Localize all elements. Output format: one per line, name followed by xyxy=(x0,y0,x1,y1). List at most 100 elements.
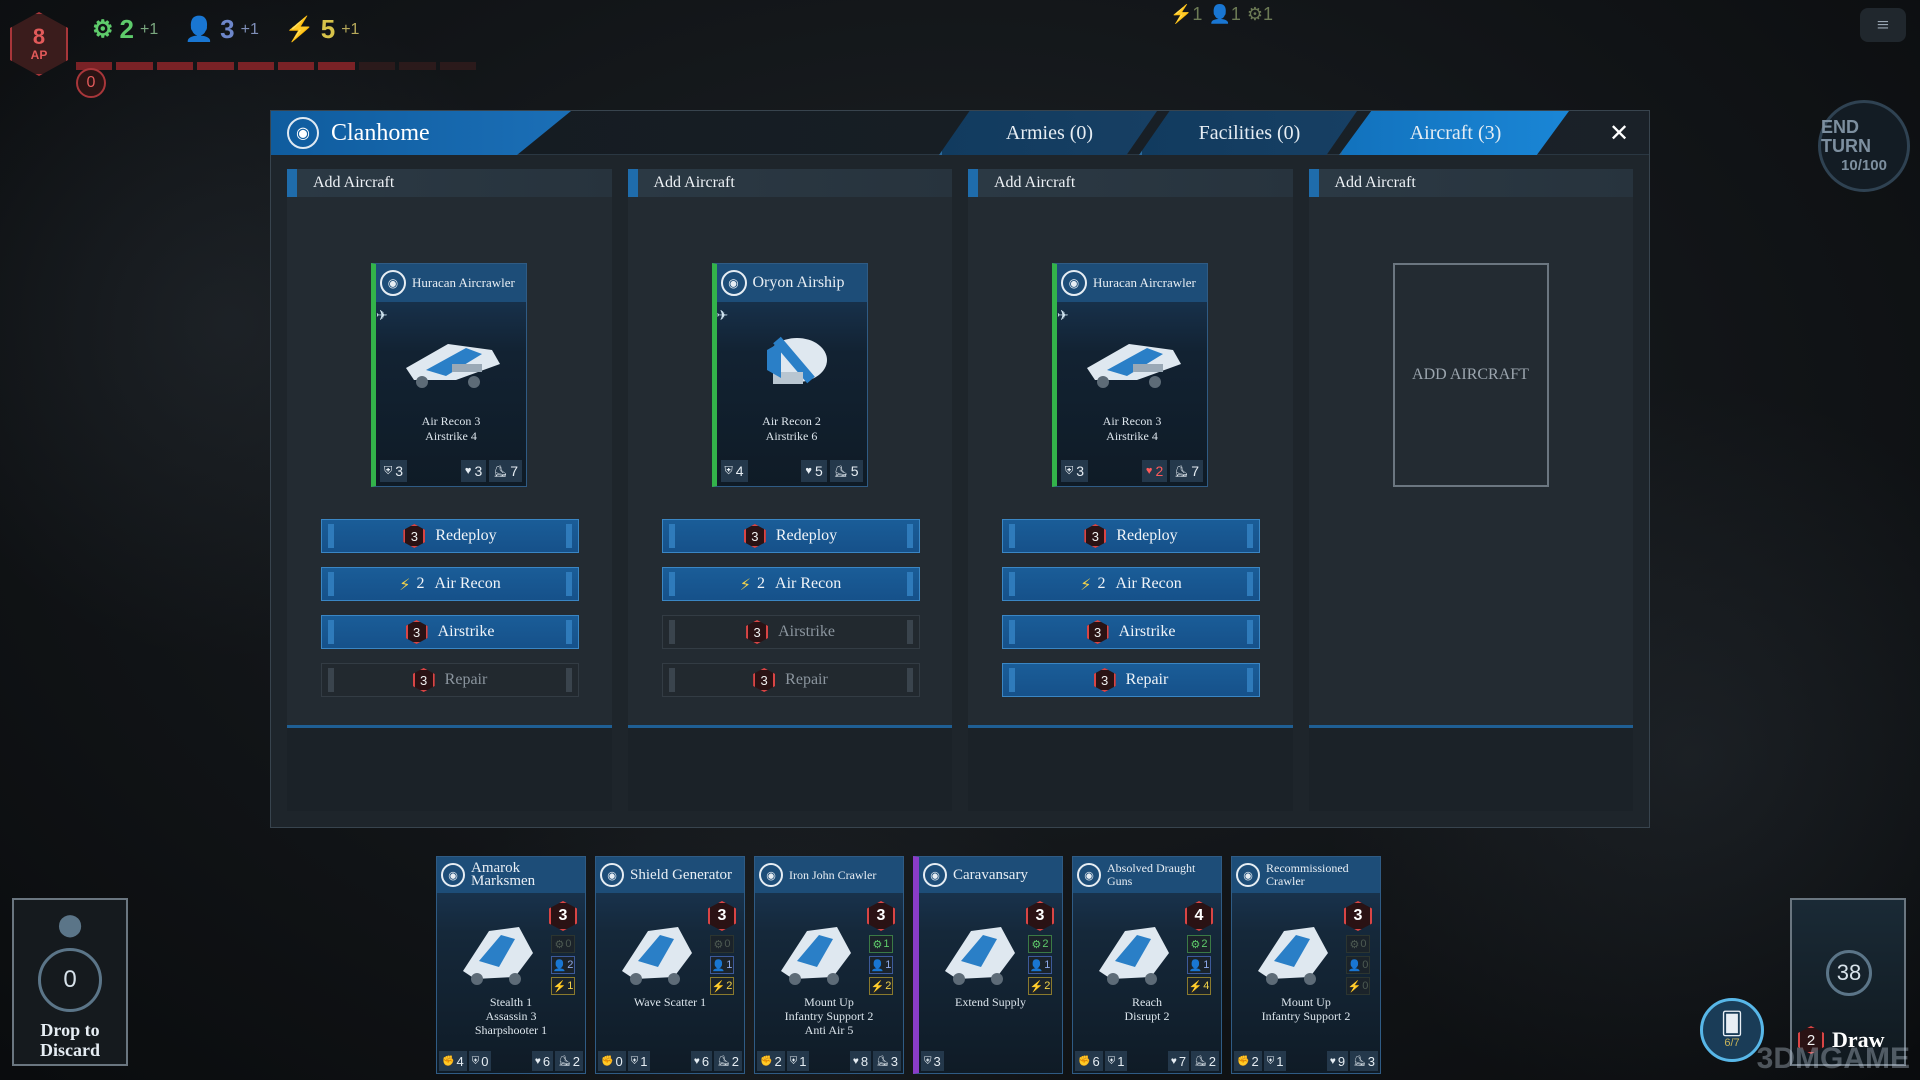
draw-pile[interactable]: 38 2 Draw xyxy=(1790,898,1906,1066)
attack-chip: ✊6 xyxy=(1075,1051,1103,1071)
heart-icon: ♥ xyxy=(1170,1055,1177,1067)
health-value: 2 xyxy=(1155,463,1164,479)
shield-icon: ⛨ xyxy=(1266,1055,1275,1067)
add-aircraft-header[interactable]: Add Aircraft xyxy=(1308,169,1633,197)
end-turn-button[interactable]: END TURN 10/100 xyxy=(1818,100,1910,192)
card-header: ◉Huracan Aircrawler xyxy=(1057,264,1207,302)
hand-card-name: Shield Generator xyxy=(630,866,733,883)
energy-requirement-value: 2 xyxy=(885,980,892,992)
shield-value: 0 xyxy=(481,1053,489,1069)
slot-footer xyxy=(1308,725,1633,811)
tab-aircraft[interactable]: Aircraft (3) xyxy=(1339,111,1569,155)
energy-resource[interactable]: ⚡ 5 +1 xyxy=(285,14,360,45)
move-value: 5 xyxy=(850,463,859,479)
tab-armies[interactable]: Armies (0) xyxy=(939,111,1157,155)
add-aircraft-header[interactable]: Add Aircraft xyxy=(968,169,1293,197)
industry-requirement-value: 2 xyxy=(1042,938,1049,950)
population-icon: 👤 xyxy=(552,959,567,972)
card-header: ◉Oryon Airship xyxy=(716,264,867,302)
industry-resource[interactable]: ⚙ 2 +1 xyxy=(92,14,158,45)
card-stat-line: Air Recon 3 xyxy=(421,414,481,428)
hamburger-icon: ≡ xyxy=(1876,12,1890,37)
card-header: ◉Huracan Aircrawler xyxy=(376,264,526,302)
card-stat-line: Airstrike 4 xyxy=(425,429,477,443)
tab-bar: Armies (0) Facilities (0) Aircraft (3) xyxy=(939,111,1569,155)
population-requirement: 👤1 xyxy=(1028,956,1052,974)
discard-label-line2: Discard xyxy=(40,1040,100,1060)
bolt-icon: ⚡ xyxy=(284,16,315,43)
heart-chip: ♥9 xyxy=(1326,1051,1349,1071)
shield-icon: ⛨ xyxy=(471,1055,480,1067)
action-label: Redeploy xyxy=(775,527,838,544)
discard-label: Drop to Discard xyxy=(40,1020,100,1060)
hand-card-stat-line: Infantry Support 2 xyxy=(784,1009,874,1023)
population-requirement: 👤0 xyxy=(1346,956,1370,974)
top-center-industry: ⚙1 xyxy=(1246,4,1274,24)
hand-card-header: ◉Iron John Crawler xyxy=(755,857,903,893)
hand-card-name: Iron John Crawler xyxy=(789,867,877,882)
hand-card-bottom: ✊6⛨1♥7⛸2 xyxy=(1075,1051,1219,1071)
boot-value: 2 xyxy=(572,1053,580,1069)
discard-pile[interactable]: ⬤ 0 Drop to Discard xyxy=(12,898,128,1066)
hand-card-stat-line: Disrupt 2 xyxy=(1124,1009,1170,1023)
heart-chip: ♥8 xyxy=(849,1051,872,1071)
hand-card-cost: 3 xyxy=(1026,901,1054,931)
energy-requirement: ⚡0 xyxy=(1346,977,1370,995)
population-resource[interactable]: 👤 3 +1 xyxy=(184,14,259,45)
shield-value: 3 xyxy=(933,1053,941,1069)
close-button[interactable]: ✕ xyxy=(1603,117,1635,149)
energy-icon: ⚡ xyxy=(1188,980,1203,993)
action-cost: 3 xyxy=(746,620,769,644)
industry-requirement-value: 0 xyxy=(1360,938,1367,950)
boot-value: 3 xyxy=(1367,1053,1375,1069)
hand-card-stats: Extend Supply xyxy=(919,995,1062,1009)
boot-icon: ⛸ xyxy=(833,465,848,478)
health-chip: ♥5 xyxy=(801,460,827,482)
energy-requirement: ⚡2 xyxy=(710,977,734,995)
boot-icon: ⛸ xyxy=(493,465,508,478)
energy-icon: ⚡ xyxy=(552,980,567,993)
add-aircraft-header[interactable]: Add Aircraft xyxy=(627,169,952,197)
resource-requirements: ⚙2👤1⚡4 xyxy=(1187,935,1211,995)
add-aircraft-slot[interactable]: ADD AIRCRAFT xyxy=(1392,263,1549,487)
population-requirement-value: 1 xyxy=(1044,959,1051,971)
hand-card-stat-line: Extend Supply xyxy=(955,995,1026,1009)
heart-chip: ♥7 xyxy=(1167,1051,1190,1071)
menu-button[interactable]: ≡ xyxy=(1860,8,1906,42)
card-bottom-stats: ⛨3♥2⛸7 xyxy=(1061,460,1203,482)
deck-badge[interactable]: 🂠 6/7 xyxy=(1700,998,1764,1062)
heart-chip: ♥6 xyxy=(531,1051,554,1071)
aircraft-type-icon: ✈ xyxy=(1057,309,1069,324)
action-cost: 2 xyxy=(1097,575,1106,592)
population-requirement: 👤1 xyxy=(869,956,893,974)
boot-chip: ⛸2 xyxy=(714,1051,742,1071)
action-cost: 3 xyxy=(753,668,776,692)
health-chip: ♥2 xyxy=(1141,460,1168,482)
industry-icon: ⚙ xyxy=(1349,938,1360,951)
tab-facilities[interactable]: Facilities (0) xyxy=(1139,111,1357,155)
action-label: Redeploy xyxy=(435,527,497,544)
add-aircraft-header[interactable]: Add Aircraft xyxy=(287,169,612,197)
